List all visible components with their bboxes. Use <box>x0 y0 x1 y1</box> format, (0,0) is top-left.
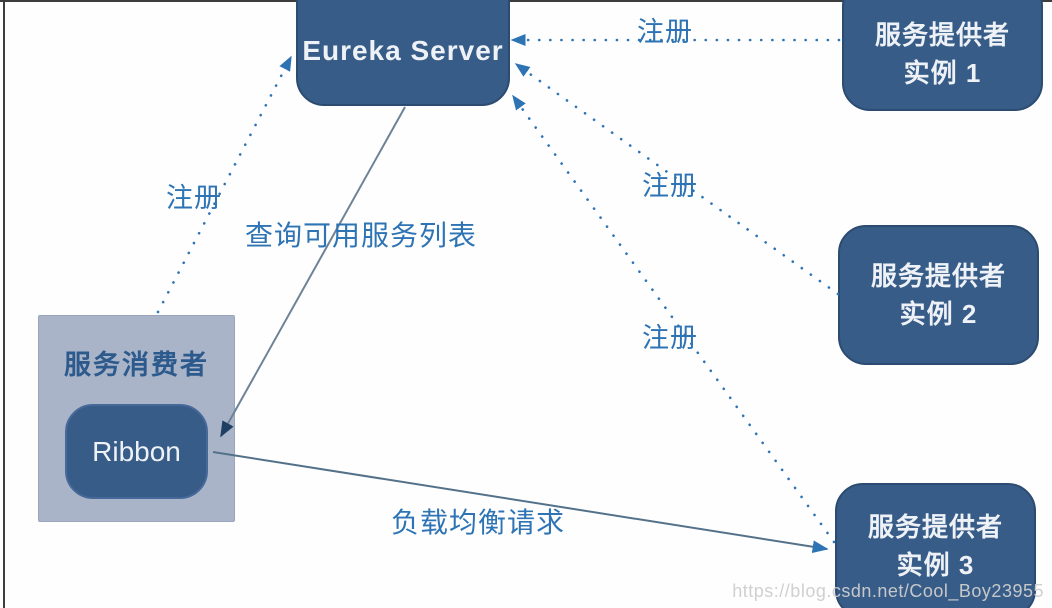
frame-top-line <box>0 0 1052 2</box>
node-service-consumer: 服务消费者 Ribbon <box>38 315 235 522</box>
node-service-provider-2: 服务提供者 实例 2 <box>838 225 1039 365</box>
provider1-subtitle: 实例 1 <box>903 57 982 88</box>
node-service-provider-3: 服务提供者 实例 3 <box>835 483 1036 608</box>
edge-label-register-provider2: 注册 <box>642 171 698 201</box>
node-ribbon: Ribbon <box>65 404 208 499</box>
ribbon-label: Ribbon <box>92 435 181 467</box>
edge-query-eureka-to-ribbon <box>220 106 406 438</box>
frame-left-line <box>3 0 5 608</box>
provider1-title: 服务提供者 <box>874 19 1010 50</box>
provider3-subtitle: 实例 3 <box>896 549 975 580</box>
node-eureka-server: Eureka Server <box>296 0 510 106</box>
edge-label-register-provider1: 注册 <box>637 17 693 47</box>
consumer-label: 服务消费者 <box>64 350 209 380</box>
provider2-title: 服务提供者 <box>870 261 1006 291</box>
edge-label-query-services: 查询可用服务列表 <box>245 220 478 251</box>
node-service-provider-1: 服务提供者 实例 1 <box>842 0 1043 111</box>
eureka-server-label: Eureka Server <box>302 35 504 66</box>
edge-label-load-balance: 负载均衡请求 <box>391 507 566 538</box>
watermark-text: https://blog.csdn.net/Cool_Boy23955 <box>732 581 1044 601</box>
edge-label-register-consumer: 注册 <box>166 183 222 213</box>
edge-label-register-provider3: 注册 <box>642 323 698 353</box>
provider3-title: 服务提供者 <box>867 511 1003 542</box>
provider2-subtitle: 实例 2 <box>899 299 978 329</box>
